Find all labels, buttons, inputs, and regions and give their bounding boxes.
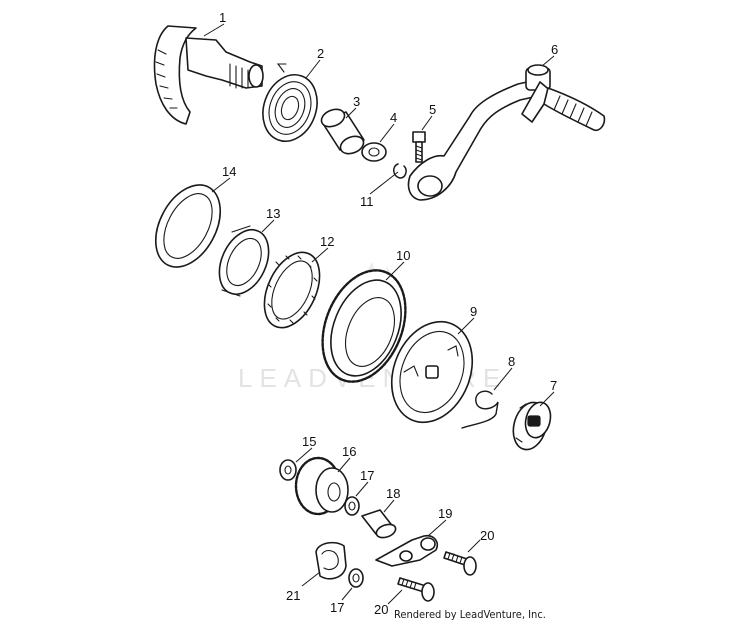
part-idle-gear-16: [294, 456, 349, 516]
callout-11: 11: [360, 194, 374, 209]
callout-6: 6: [551, 42, 558, 57]
part-kick-shaft: [153, 25, 264, 125]
callouts: 1 2 3 4 5 6 7 8 9 10 11 12 13 14 15 16 1…: [219, 10, 558, 617]
part-ring-14: [154, 184, 222, 268]
callout-13: 13: [266, 206, 280, 221]
callout-20-upper: 20: [480, 528, 494, 543]
part-pin-18: [361, 509, 397, 539]
part-ring-13: [218, 225, 270, 297]
part-kick-lever: [407, 64, 606, 201]
callout-10: 10: [396, 248, 410, 263]
part-screw-20-upper: [443, 551, 477, 576]
part-lever-19: [375, 534, 439, 567]
callout-8: 8: [508, 354, 515, 369]
callout-16: 16: [342, 444, 356, 459]
part-ring-gear-10: [321, 269, 407, 383]
callout-9: 9: [470, 304, 477, 319]
part-washer-4: [361, 142, 387, 162]
part-wire-clip-8: [461, 390, 499, 429]
callout-17-lower: 17: [330, 600, 344, 615]
callout-2: 2: [317, 46, 324, 61]
part-washer-15: [279, 459, 297, 481]
callout-18: 18: [386, 486, 400, 501]
part-washer-17-upper: [344, 496, 360, 516]
callout-3: 3: [353, 94, 360, 109]
callout-20-lower: 20: [374, 602, 388, 617]
part-washer-17-lower: [348, 568, 364, 588]
callout-7: 7: [550, 378, 557, 393]
callout-15: 15: [302, 434, 316, 449]
part-plate-9: [390, 320, 474, 424]
part-screw-20-lower: [397, 577, 435, 602]
callout-12: 12: [320, 234, 334, 249]
callout-19: 19: [438, 506, 452, 521]
part-circlip-11: [393, 163, 407, 179]
part-collar: [320, 108, 365, 155]
callout-1: 1: [219, 10, 226, 25]
callout-21: 21: [286, 588, 300, 603]
leader-lines: [203, 23, 555, 605]
part-bolt-5: [412, 131, 426, 163]
callout-4: 4: [390, 110, 397, 125]
callout-14: 14: [222, 164, 236, 179]
part-needle-cage-12: [263, 251, 321, 329]
callout-5: 5: [429, 102, 436, 117]
part-spring: [262, 63, 318, 142]
render-credit: Rendered by LeadVenture, Inc.: [394, 608, 546, 621]
callout-17-upper: 17: [360, 468, 374, 483]
part-ratchet-7: [512, 401, 552, 451]
part-guide-21: [315, 541, 347, 580]
